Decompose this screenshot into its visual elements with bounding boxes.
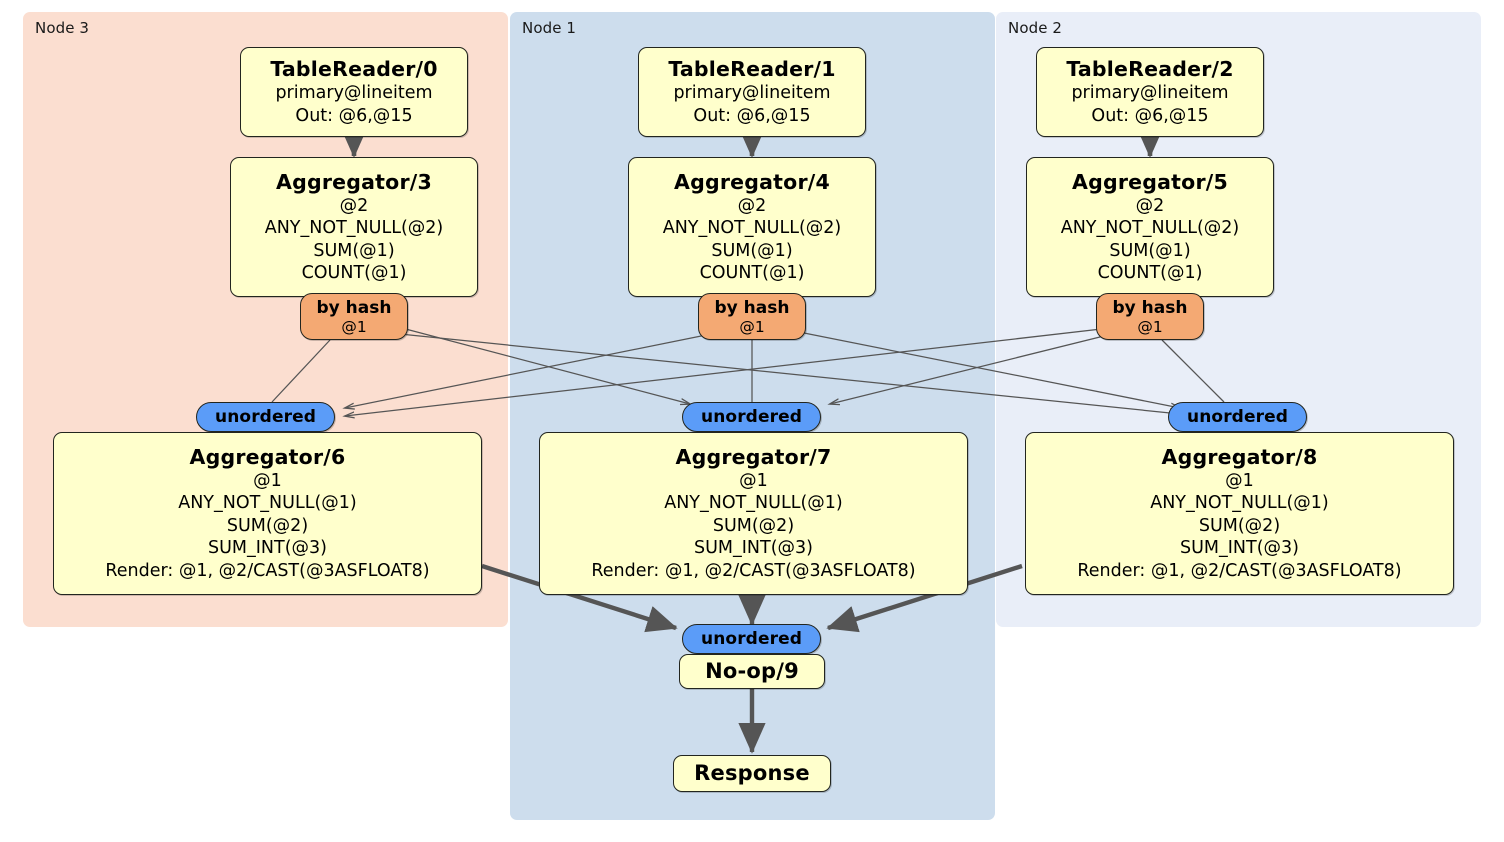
processor-title: TableReader/0 bbox=[270, 57, 438, 81]
processor-agg-func: SUM(@1) bbox=[1109, 240, 1191, 261]
processor-aggregator-7[interactable]: Aggregator/7 @1 ANY_NOT_NULL(@1) SUM(@2)… bbox=[539, 432, 968, 595]
processor-aggregator-5[interactable]: Aggregator/5 @2 ANY_NOT_NULL(@2) SUM(@1)… bbox=[1026, 157, 1274, 297]
processor-tablereader-1[interactable]: TableReader/1 primary@lineitem Out: @6,@… bbox=[638, 47, 866, 137]
processor-agg-func: ANY_NOT_NULL(@1) bbox=[1150, 493, 1329, 514]
processor-agg-func: ANY_NOT_NULL(@2) bbox=[264, 218, 444, 238]
processor-title: Aggregator/3 bbox=[276, 169, 432, 194]
router-columns: @1 bbox=[739, 317, 765, 336]
processor-agg-func: COUNT(@1) bbox=[301, 263, 407, 283]
processor-output-columns: Out: @6,@15 bbox=[1091, 105, 1209, 126]
synchronizer-unordered-1[interactable]: unordered bbox=[682, 402, 821, 432]
processor-group-cols: @2 bbox=[339, 195, 369, 216]
processor-render: Render: @1, @2/CAST(@3ASFLOAT8) bbox=[591, 560, 916, 581]
router-label: by hash bbox=[1112, 297, 1188, 318]
processor-group-cols: @2 bbox=[1135, 195, 1165, 216]
synchronizer-label: unordered bbox=[701, 628, 802, 649]
processor-agg-func: COUNT(@1) bbox=[1097, 263, 1203, 283]
router-by-hash-2[interactable]: by hash @1 bbox=[1096, 293, 1204, 340]
synchronizer-label: unordered bbox=[701, 406, 802, 427]
processor-tablereader-2[interactable]: TableReader/2 primary@lineitem Out: @6,@… bbox=[1036, 47, 1264, 137]
processor-table: primary@lineitem bbox=[1071, 83, 1229, 103]
node-panel-label-node1: Node 1 bbox=[522, 19, 577, 37]
router-by-hash-1[interactable]: by hash @1 bbox=[698, 293, 806, 340]
node-panel-label-node2: Node 2 bbox=[1008, 19, 1063, 37]
synchronizer-label: unordered bbox=[215, 406, 316, 427]
processor-output-columns: Out: @6,@15 bbox=[295, 105, 413, 126]
processor-tablereader-0[interactable]: TableReader/0 primary@lineitem Out: @6,@… bbox=[240, 47, 468, 137]
processor-group-cols: @2 bbox=[737, 195, 767, 216]
processor-agg-func: SUM(@1) bbox=[313, 240, 395, 261]
processor-render: Render: @1, @2/CAST(@3ASFLOAT8) bbox=[105, 560, 430, 581]
processor-aggregator-3[interactable]: Aggregator/3 @2 ANY_NOT_NULL(@2) SUM(@1)… bbox=[230, 157, 478, 297]
processor-no-op-9[interactable]: No-op/9 bbox=[679, 654, 825, 689]
processor-agg-func: SUM_INT(@3) bbox=[1180, 538, 1299, 559]
router-label: by hash bbox=[316, 297, 392, 318]
processor-title: Aggregator/5 bbox=[1072, 169, 1228, 194]
processor-response[interactable]: Response bbox=[673, 755, 831, 792]
processor-group-cols: @1 bbox=[739, 470, 768, 491]
router-columns: @1 bbox=[341, 317, 367, 336]
processor-render: Render: @1, @2/CAST(@3ASFLOAT8) bbox=[1077, 560, 1402, 581]
processor-title: Response bbox=[694, 761, 810, 785]
processor-aggregator-4[interactable]: Aggregator/4 @2 ANY_NOT_NULL(@2) SUM(@1)… bbox=[628, 157, 876, 297]
synchronizer-unordered-final[interactable]: unordered bbox=[682, 624, 821, 654]
processor-title: Aggregator/8 bbox=[1161, 444, 1318, 469]
processor-aggregator-6[interactable]: Aggregator/6 @1 ANY_NOT_NULL(@1) SUM(@2)… bbox=[53, 432, 482, 595]
processor-agg-func: COUNT(@1) bbox=[699, 263, 805, 283]
processor-aggregator-8[interactable]: Aggregator/8 @1 ANY_NOT_NULL(@1) SUM(@2)… bbox=[1025, 432, 1454, 595]
processor-table: primary@lineitem bbox=[275, 83, 433, 103]
processor-agg-func: SUM(@1) bbox=[711, 240, 793, 261]
processor-agg-func: SUM(@2) bbox=[226, 515, 309, 536]
processor-agg-func: ANY_NOT_NULL(@1) bbox=[178, 493, 357, 514]
processor-table: primary@lineitem bbox=[673, 83, 831, 103]
processor-agg-func: ANY_NOT_NULL(@2) bbox=[662, 218, 842, 238]
processor-title: Aggregator/7 bbox=[675, 444, 832, 469]
router-columns: @1 bbox=[1137, 317, 1163, 336]
processor-output-columns: Out: @6,@15 bbox=[693, 105, 811, 126]
processor-agg-func: ANY_NOT_NULL(@2) bbox=[1060, 218, 1240, 238]
processor-title: Aggregator/6 bbox=[189, 444, 346, 469]
synchronizer-unordered-2[interactable]: unordered bbox=[1168, 402, 1307, 432]
processor-title: No-op/9 bbox=[705, 659, 799, 683]
processor-title: TableReader/2 bbox=[1066, 57, 1234, 81]
processor-agg-func: SUM(@2) bbox=[1198, 515, 1281, 536]
processor-title: TableReader/1 bbox=[668, 57, 836, 81]
synchronizer-unordered-0[interactable]: unordered bbox=[196, 402, 335, 432]
processor-group-cols: @1 bbox=[1225, 470, 1254, 491]
router-label: by hash bbox=[714, 297, 790, 318]
processor-group-cols: @1 bbox=[253, 470, 282, 491]
router-by-hash-0[interactable]: by hash @1 bbox=[300, 293, 408, 340]
synchronizer-label: unordered bbox=[1187, 406, 1288, 427]
node-panel-label-node3: Node 3 bbox=[35, 19, 90, 37]
processor-agg-func: SUM_INT(@3) bbox=[694, 538, 813, 559]
processor-agg-func: SUM(@2) bbox=[712, 515, 795, 536]
processor-title: Aggregator/4 bbox=[674, 169, 830, 194]
processor-agg-func: ANY_NOT_NULL(@1) bbox=[664, 493, 843, 514]
processor-agg-func: SUM_INT(@3) bbox=[208, 538, 327, 559]
